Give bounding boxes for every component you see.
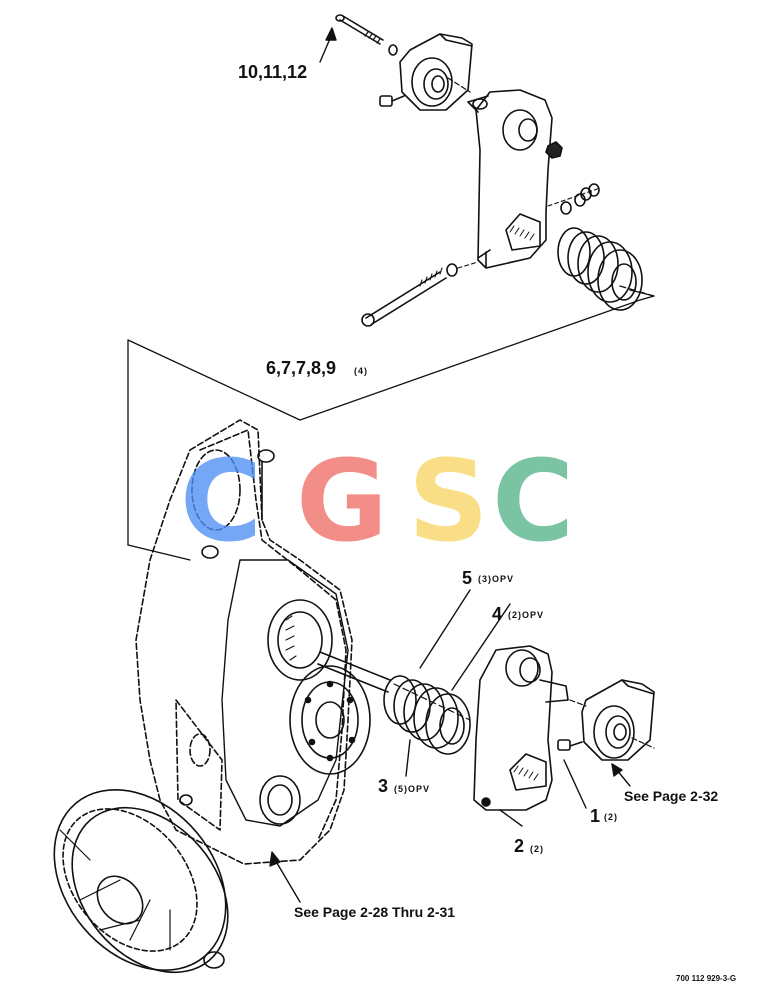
- reference-page-2-28-thru-2-31: See Page 2-28 Thru 2-31: [294, 904, 456, 920]
- lower-grease-fitting: [557, 739, 583, 751]
- callout-3-qty: (5)OPV: [394, 784, 431, 794]
- pulley: [53, 789, 229, 974]
- upper-arm: [467, 89, 553, 269]
- callout-6-7-7-8-9: 6,7,7,8,9: [266, 358, 337, 378]
- lower-bearing-flange: [569, 679, 655, 761]
- drawing-part-number: 700 112 929-3-G: [676, 974, 737, 983]
- callout-2-qty: (2): [530, 844, 544, 854]
- upper-bolt: [335, 14, 398, 56]
- lower-spring: [383, 675, 471, 755]
- callout-6-qty: (4): [354, 366, 368, 376]
- callout-2: 2: [514, 836, 525, 856]
- upper-bearing-flange: [399, 33, 473, 111]
- watermark-letter-s: S: [408, 437, 489, 567]
- watermark-letter-c1: C: [180, 437, 263, 567]
- gearbox-housing-solid: [179, 449, 371, 827]
- upper-spring: [557, 227, 643, 311]
- callout-5: 5: [462, 568, 473, 588]
- callout-4-qty: (2)OPV: [508, 610, 545, 620]
- callout-10-11-12: 10,11,12: [238, 62, 308, 82]
- upper-small-screw: [379, 95, 405, 107]
- long-bolt: [361, 261, 479, 327]
- watermark-letter-g: G: [296, 437, 388, 567]
- upper-washers: [547, 183, 601, 215]
- callout-4: 4: [492, 604, 503, 624]
- gearbox-housing: [135, 419, 353, 865]
- callout-1: 1: [590, 806, 601, 826]
- callout-5-qty: (3)OPV: [478, 574, 515, 584]
- reference-page-2-32: See Page 2-32: [624, 788, 719, 804]
- lower-arm: [473, 645, 569, 811]
- watermark-letter-c2: C: [492, 437, 575, 567]
- callout-3: 3: [378, 776, 389, 796]
- upper-nut: [545, 141, 563, 159]
- assembly-leader-lines: [127, 285, 655, 561]
- callout-leaders: [269, 27, 631, 903]
- callout-1-qty: (2): [604, 812, 618, 822]
